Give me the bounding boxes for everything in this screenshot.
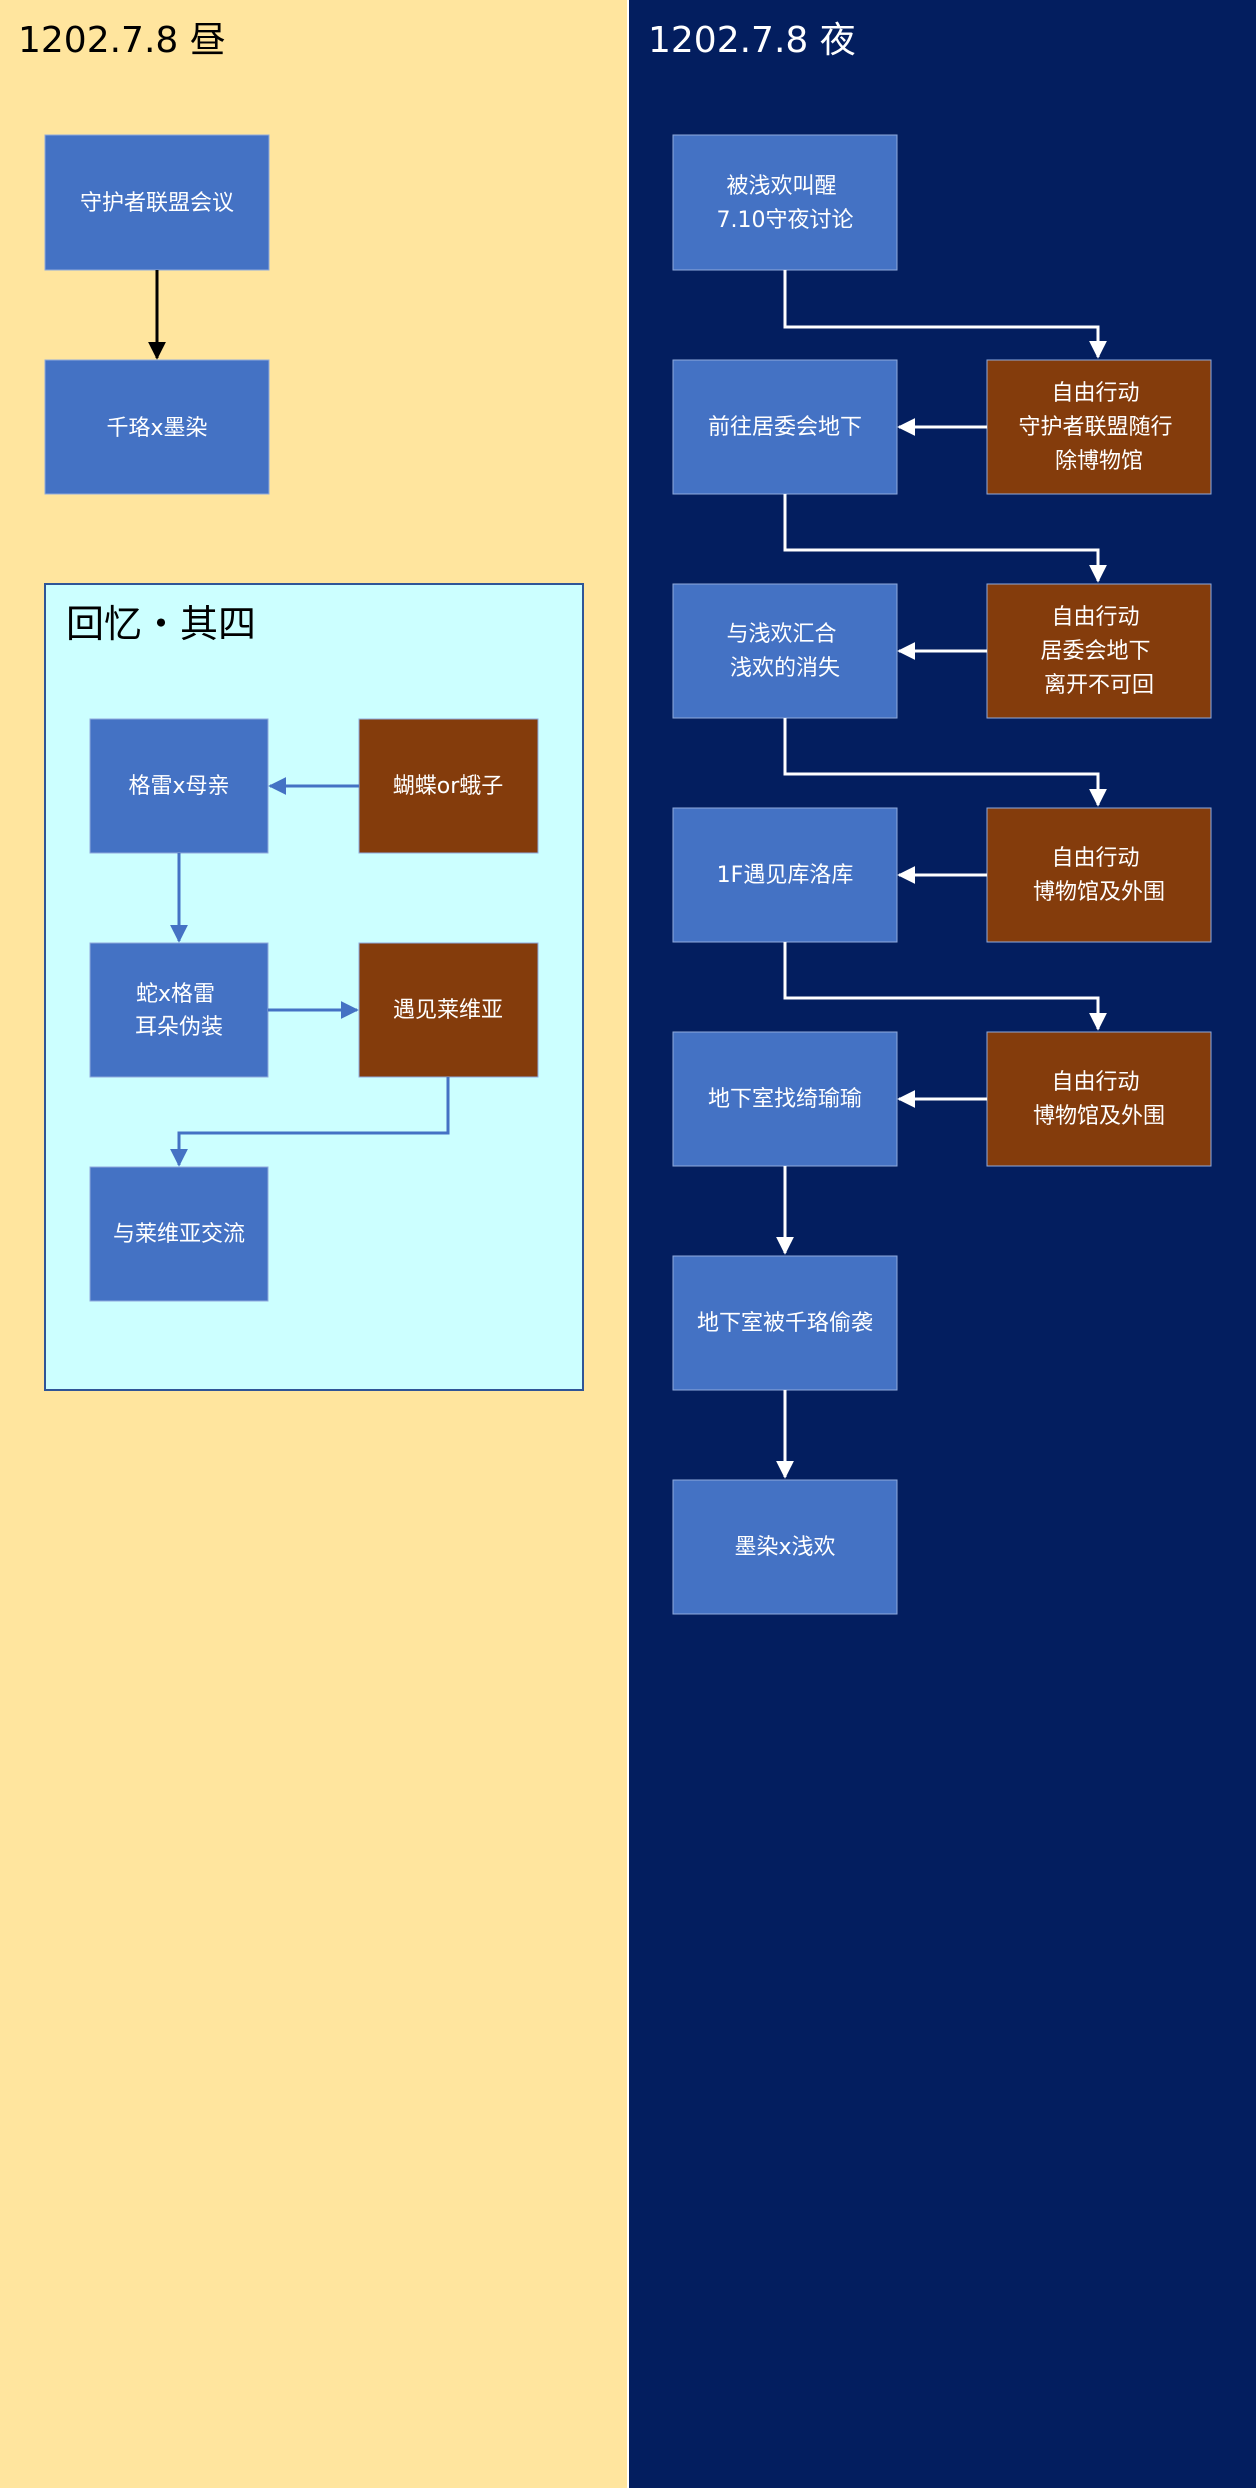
arrow-qianhuan-to-free3: [783, 718, 1107, 807]
box-label: 与浅欢汇合 浅欢的消失: [726, 622, 843, 681]
flow-box-butterfly-moth: 蝴蝶or蛾子: [358, 718, 539, 854]
box-label: 地下室被千珞偷袭: [697, 1311, 873, 1336]
box-label: 与莱维亚交流: [113, 1222, 245, 1247]
night-header: 1202.7.8 夜: [648, 20, 856, 61]
box-label: 蛇x格雷 耳朵伪装: [135, 982, 223, 1040]
box-label: 遇见莱维亚: [393, 998, 503, 1023]
flow-box-meet-laiweiya: 遇见莱维亚: [358, 942, 539, 1078]
flow-box-meet-kuluoku: 1F遇见库洛库: [672, 807, 898, 943]
flow-box-guardian-meeting: 守护者联盟会议: [44, 134, 270, 271]
arrow-laiweiya-to-talk: [170, 1077, 450, 1167]
box-label: 守护者联盟会议: [80, 191, 234, 216]
flow-box-meet-qianhuan: 与浅欢汇合 浅欢的消失: [672, 583, 898, 719]
box-label: 自由行动 博物馆及外围: [1033, 1070, 1165, 1129]
flow-box-gelei-mother: 格雷x母亲: [89, 718, 269, 854]
flow-box-find-qiyuyu: 地下室找绮瑜瑜: [672, 1031, 898, 1167]
flow-box-ambushed: 地下室被千珞偷袭: [672, 1255, 898, 1391]
memory-group-title: 回忆・其四: [66, 602, 256, 646]
flow-box-moran-qianhuan: 墨染x浅欢: [672, 1479, 898, 1615]
memory-group: 回忆・其四 格雷x母亲 蝴蝶or蛾子 蛇x格雷 耳朵伪装 遇见莱维亚 与莱维亚交…: [44, 583, 584, 1391]
arrow-woken-to-free1: [783, 270, 1107, 359]
free-action-box-2: 自由行动 居委会地下 离开不可回: [986, 583, 1212, 719]
flow-box-to-basement: 前往居委会地下: [672, 359, 898, 495]
box-label: 前往居委会地下: [708, 415, 862, 440]
flow-box-talk-laiweiya: 与莱维亚交流: [89, 1166, 269, 1302]
free-action-box-3: 自由行动 博物馆及外围: [986, 807, 1212, 943]
box-label: 墨染x浅欢: [734, 1535, 835, 1560]
box-label: 自由行动 居委会地下 离开不可回: [1040, 605, 1157, 698]
day-header: 1202.7.8 昼: [18, 20, 226, 61]
flow-box-snake-gelei: 蛇x格雷 耳朵伪装: [89, 942, 269, 1078]
box-label: 蝴蝶or蛾子: [393, 774, 504, 799]
arrow-kuluoku-to-free4: [783, 942, 1107, 1031]
box-label: 被浅欢叫醒 7.10守夜讨论: [717, 174, 854, 233]
arrow-basement-to-free2: [783, 494, 1107, 583]
box-label: 格雷x母亲: [128, 774, 229, 799]
box-label: 自由行动 守护者联盟随行 除博物馆: [1018, 381, 1179, 474]
box-label: 1F遇见库洛库: [717, 863, 854, 888]
box-label: 地下室找绮瑜瑜: [708, 1087, 862, 1112]
free-action-box-1: 自由行动 守护者联盟随行 除博物馆: [986, 359, 1212, 495]
box-label: 自由行动 博物馆及外围: [1033, 846, 1165, 905]
box-label: 千珞x墨染: [106, 416, 207, 441]
flow-box-woken-by-qianhuan: 被浅欢叫醒 7.10守夜讨论: [672, 134, 898, 271]
flow-box-qianluo-moran: 千珞x墨染: [44, 359, 270, 495]
free-action-box-4: 自由行动 博物馆及外围: [986, 1031, 1212, 1167]
